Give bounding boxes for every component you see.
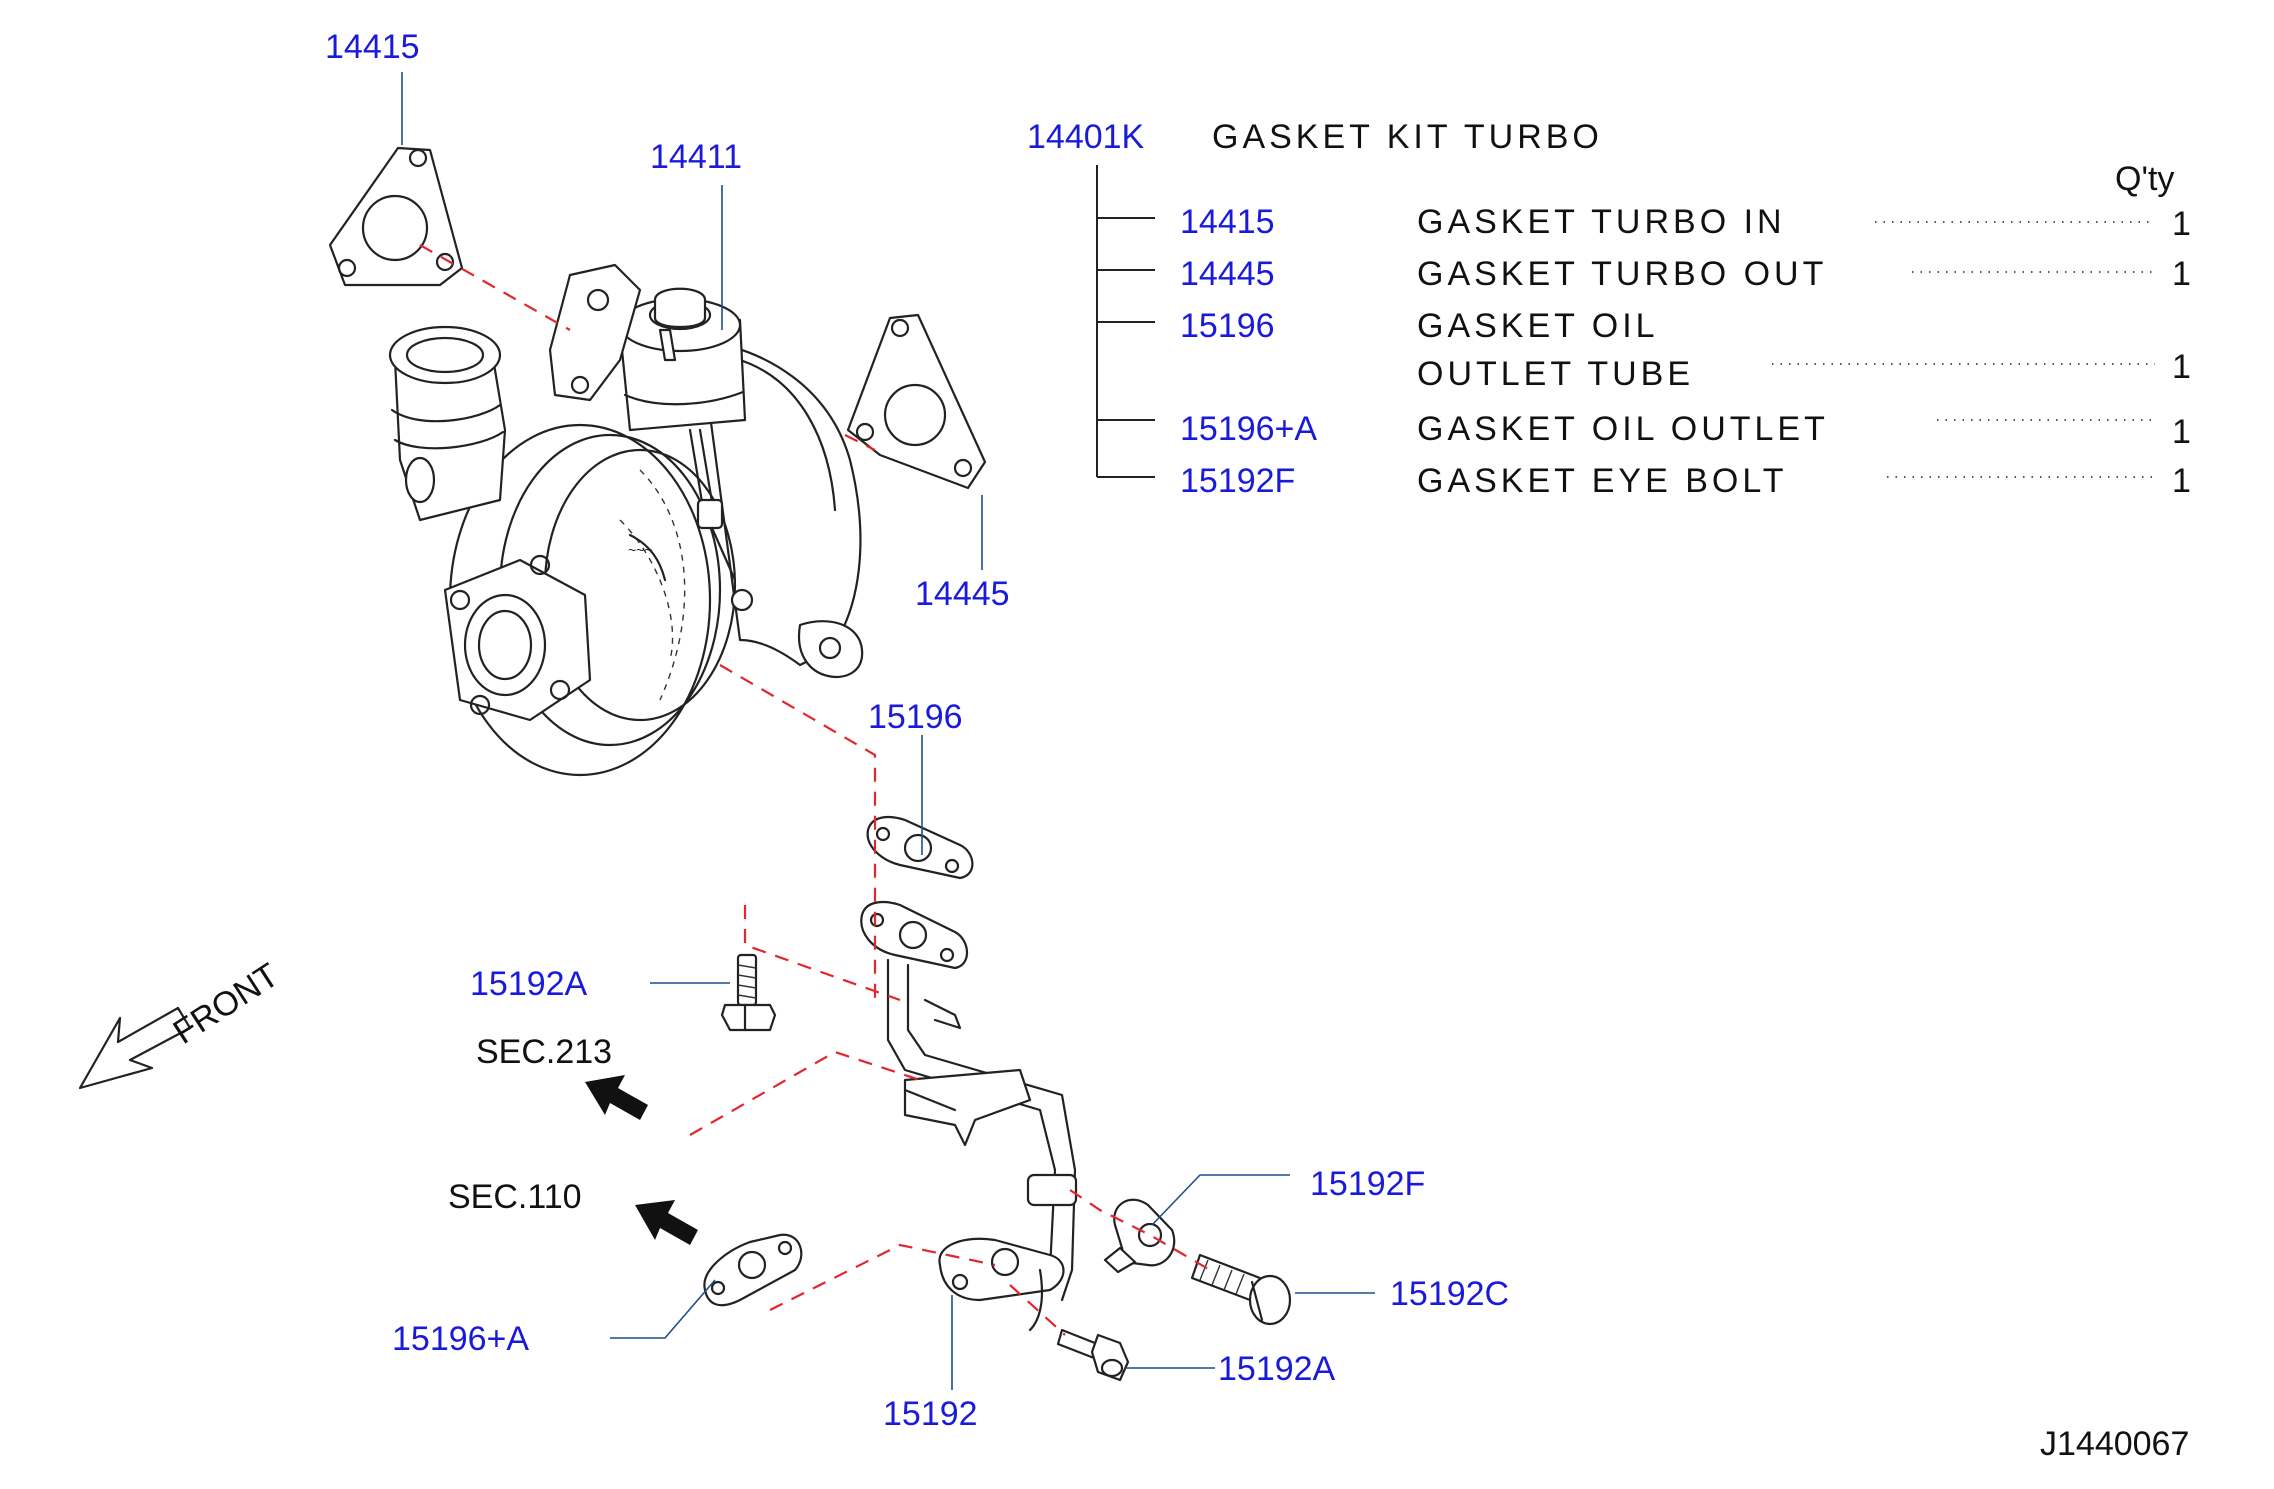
gasket-turbo-in [328,146,464,287]
kit-item-1-part: 14415 [1180,203,1275,241]
kit-item-1-desc: GASKET TURBO IN [1417,203,1786,241]
callout-15196a: 15196+A [392,1320,529,1358]
kit-item-5-desc: GASKET EYE BOLT [1417,462,1788,500]
bolt-15192a-bottom [1056,1328,1130,1382]
callout-15192f: 15192F [1310,1165,1425,1203]
gasket-oil-outlet-lower [703,1233,803,1307]
drawing-id: J1440067 [2040,1425,2189,1463]
gasket-turbo-out [846,313,987,490]
eye-bolt-gasket [1103,1198,1176,1274]
kit-item-3-part: 15196 [1180,307,1275,345]
callout-14445: 14445 [915,575,1010,613]
kit-item-5-part: 15192F [1180,462,1295,500]
qty-header: Q'ty [2115,160,2174,198]
front-arrow [78,1006,192,1090]
kit-item-1-qty: 1 [2172,205,2191,243]
sec110-arrow-icon [635,1200,698,1245]
callout-14415: 14415 [325,28,420,66]
section-ref-213: SEC.213 [476,1033,612,1071]
callout-14411: 14411 [650,138,742,176]
callout-15196: 15196 [868,698,963,736]
leader-lines [401,72,1375,1390]
oil-outlet-tube [860,900,1078,1332]
gasket-oil-outlet-tube [866,815,974,880]
sec213-arrow-icon [585,1075,648,1120]
bolt-15192a-top [720,953,777,1032]
kit-item-3-desc2: OUTLET TUBE [1417,355,1694,393]
eye-bolt-15192c [1190,1253,1292,1326]
front-label: FRONT [167,956,286,1052]
gasket-kit-list: 14401K GASKET KIT TURBO Q'ty 14415 GASKE… [1027,118,2191,500]
callout-15192: 15192 [883,1395,978,1433]
kit-item-2-qty: 1 [2172,255,2191,293]
svg-text:~~~: ~~~ [628,542,653,558]
turbocharger-drawing: ~~~ [388,263,864,777]
kit-item-4-qty: 1 [2172,413,2191,451]
kit-item-3-qty: 1 [2172,348,2191,386]
section-ref-110: SEC.110 [448,1178,582,1216]
kit-item-3-desc: GASKET OIL [1417,307,1659,345]
kit-number: 14401K [1027,118,1145,156]
callout-15192a-top: 15192A [470,965,588,1003]
kit-item-2-part: 14445 [1180,255,1275,293]
callout-15192a-bottom: 15192A [1218,1350,1336,1388]
callout-15192c: 15192C [1390,1275,1509,1313]
kit-item-4-part: 15196+A [1180,410,1317,448]
assembly-lines [419,244,1211,1336]
kit-item-2-desc: GASKET TURBO OUT [1417,255,1827,293]
kit-item-4-desc: GASKET OIL OUTLET [1417,410,1829,448]
kit-item-5-qty: 1 [2172,462,2191,500]
kit-title: GASKET KIT TURBO [1212,118,1603,156]
